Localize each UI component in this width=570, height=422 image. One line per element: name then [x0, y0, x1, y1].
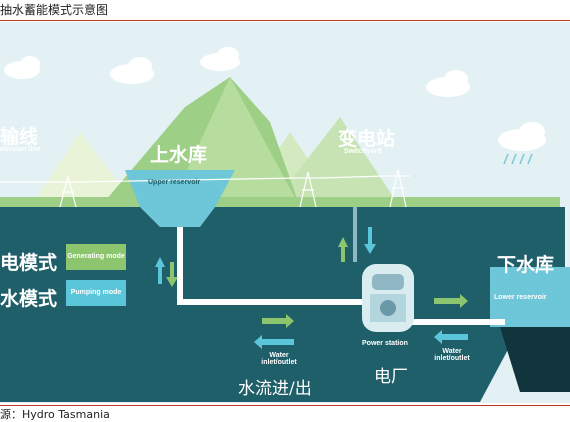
- cloud-icons: [4, 47, 546, 151]
- figure-caption: 抽水蓄能模式示意图: [0, 3, 109, 17]
- left-arrow-icon-2: [434, 330, 468, 344]
- mountain-back-right: [270, 117, 400, 207]
- source-note: 源：Hydro Tasmania: [0, 408, 110, 421]
- lower-basin: [500, 327, 570, 392]
- water-inlet-left: Water inlet/outlet: [261, 352, 297, 366]
- upper-reservoir-water: [125, 170, 235, 227]
- right-arrow-icon: [262, 314, 294, 328]
- switchyard-label-en: Switchyard: [344, 148, 382, 155]
- power-station-label: Power station: [362, 340, 408, 347]
- rain-icon: [503, 153, 533, 165]
- pumping-mode-label-cn: 水模式: [0, 288, 58, 310]
- station-up-arrow-icon: [338, 237, 348, 262]
- transmission-label-en: mission line: [0, 146, 41, 153]
- upper-reservoir-label-cn: 上水库: [150, 144, 208, 166]
- transmission-label-cn: 输线: [0, 126, 39, 148]
- station-down-arrow-icon: [364, 227, 376, 254]
- right-arrow-icon-2: [434, 294, 468, 308]
- power-plant-label-cn: 电厂: [374, 367, 408, 387]
- diagram-illustration: [0, 22, 570, 403]
- water-flow-label-cn: 水流进/出: [238, 379, 312, 399]
- down-arrow-icon: [166, 262, 178, 287]
- generating-mode-box: Generating mode: [66, 244, 126, 270]
- left-arrow-icon: [254, 335, 294, 349]
- power-station-icon: [362, 264, 414, 332]
- lower-reservoir-water: [490, 267, 570, 327]
- pumping-mode-box: Pumping mode: [66, 280, 126, 306]
- water-inlet-right: Water inlet/outlet: [434, 348, 470, 362]
- lower-reservoir-label-en: Lower reservoir: [494, 294, 547, 301]
- bottom-rule: [0, 405, 570, 406]
- generating-mode-label-cn: 电模式: [0, 252, 58, 274]
- transmission-tower-icons: [0, 169, 410, 208]
- top-rule: [0, 20, 570, 21]
- penstock-pipe: [177, 227, 365, 305]
- mountain-back-left: [30, 132, 130, 207]
- lower-reservoir-label-cn: 下水库: [497, 254, 555, 276]
- upper-reservoir-label-en: Upper reservoir: [148, 179, 201, 186]
- pumped-storage-diagram: 输线 mission line 上水库 Upper reservoir 变电站 …: [0, 22, 570, 403]
- switchyard-label-cn: 变电站: [338, 128, 396, 150]
- up-arrow-icon: [155, 257, 165, 284]
